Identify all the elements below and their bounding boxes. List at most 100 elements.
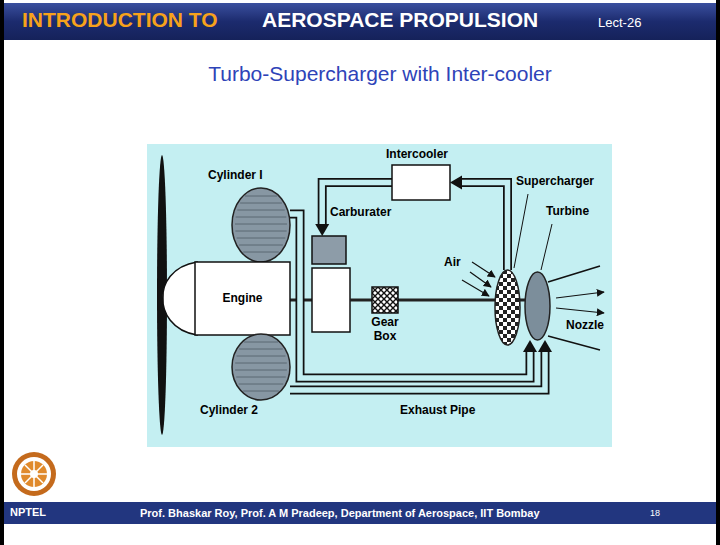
pipe-bore <box>322 183 392 227</box>
cooling-fin <box>236 217 287 218</box>
shaft-connector <box>520 299 525 300</box>
cylinder: Cylinder I <box>232 188 290 262</box>
outline <box>195 262 290 335</box>
air-arrow <box>470 272 491 287</box>
cooling-fin <box>235 370 287 371</box>
cooling-fin <box>235 363 287 364</box>
lecture-number: Lect-26 <box>598 16 641 31</box>
part-label: Turbine <box>546 205 589 219</box>
cylinder: Cylinder 2 <box>232 334 290 400</box>
nozzle-wall <box>548 336 600 350</box>
cooling-fin <box>243 252 279 253</box>
outline <box>392 165 450 200</box>
logo-spokes <box>21 461 47 487</box>
pipe-connector <box>290 214 537 378</box>
intercooler-box: Intercooler <box>392 165 450 200</box>
pipe-wall <box>460 183 508 271</box>
pipe-bore <box>290 350 545 390</box>
part-label: Carburater <box>330 206 391 220</box>
arrow-head <box>538 340 552 352</box>
part-label: Supercharger <box>516 175 594 189</box>
cooling-fin <box>235 224 287 225</box>
exhaust-jet-arrow <box>556 308 604 313</box>
slide-ground <box>4 0 716 545</box>
page-number: 18 <box>650 508 660 518</box>
cooling-fin <box>235 231 286 232</box>
accessory-case <box>312 268 350 332</box>
header-text: AEROSPACE PROPULSION <box>262 8 538 32</box>
nptel-logo <box>12 452 56 496</box>
part-label: Cylinder I <box>208 169 263 183</box>
outline <box>525 272 550 340</box>
logo-ring <box>17 457 51 491</box>
part-label: Engine <box>222 292 262 306</box>
cooling-fin <box>237 238 286 239</box>
diagram-ground <box>147 144 612 447</box>
pipe-bore <box>460 183 508 271</box>
flow-label: Air <box>444 256 461 270</box>
node-outline <box>525 272 550 340</box>
logo-text: NPTEL <box>10 506 46 519</box>
leader-line <box>514 194 528 268</box>
air-arrow <box>462 280 489 296</box>
arrow-head <box>523 340 537 352</box>
part-label: Cylinder 2 <box>200 404 258 418</box>
cooling-fin <box>237 210 285 211</box>
outline <box>372 287 398 313</box>
outline <box>232 188 290 262</box>
air-arrow <box>472 262 495 277</box>
gearbox-symbol: Gear Box <box>372 287 398 313</box>
node-outline <box>495 270 520 345</box>
outline <box>232 334 290 400</box>
node-outline <box>232 334 290 400</box>
pipe-connector <box>315 183 392 237</box>
cooling-fin <box>245 196 277 197</box>
node-outline <box>312 236 346 264</box>
part-label: Nozzle <box>566 319 604 333</box>
outline <box>312 236 346 264</box>
part-label: Gear Box <box>363 316 407 344</box>
shaft-connector <box>398 300 495 301</box>
cooling-fin <box>239 245 283 246</box>
footer-bar <box>4 502 716 524</box>
propeller-hub <box>163 262 197 335</box>
pipe-wall <box>322 183 392 227</box>
cooling-fin <box>239 384 284 385</box>
footer-credit: Prof. Bhaskar Roy, Prof. A M Pradeep, De… <box>140 507 540 520</box>
node-outline <box>232 188 290 262</box>
cooling-fin <box>236 356 285 357</box>
node-outline <box>372 287 398 313</box>
arrow-head <box>315 224 329 236</box>
drive-shaft <box>350 299 372 302</box>
logo-ring <box>12 452 56 496</box>
part-label: Intercooler <box>386 148 448 162</box>
supercharger-rotor: Supercharger <box>495 270 520 345</box>
nozzle-wall <box>548 266 600 282</box>
pipe-connector <box>290 340 552 390</box>
logo-ring <box>21 461 47 487</box>
cooling-fin <box>240 203 282 204</box>
shaft-line <box>398 299 495 302</box>
pipe-wall <box>290 214 530 378</box>
pipe-bore <box>290 214 530 378</box>
header-text: INTRODUCTION TO <box>22 8 218 32</box>
node-outline <box>392 165 450 200</box>
cooling-fin <box>244 342 278 343</box>
cooling-fin <box>243 391 279 392</box>
part-label: Exhaust Pipe <box>400 404 475 418</box>
arrow-head <box>450 176 462 190</box>
engine-block: Engine <box>195 262 290 335</box>
cooling-fin <box>239 349 283 350</box>
shaft-line <box>520 298 525 301</box>
turbine-rotor: Turbine <box>525 272 550 340</box>
leader-line <box>541 224 552 270</box>
slide-title: Turbo-Supercharger with Inter-cooler <box>150 62 610 86</box>
cooling-fin <box>236 377 286 378</box>
outline <box>495 270 520 345</box>
carburetor-box: Carburater <box>312 236 346 264</box>
exhaust-jet-arrow <box>556 292 604 298</box>
header-bar <box>4 3 716 40</box>
pipe-wall <box>290 350 545 390</box>
